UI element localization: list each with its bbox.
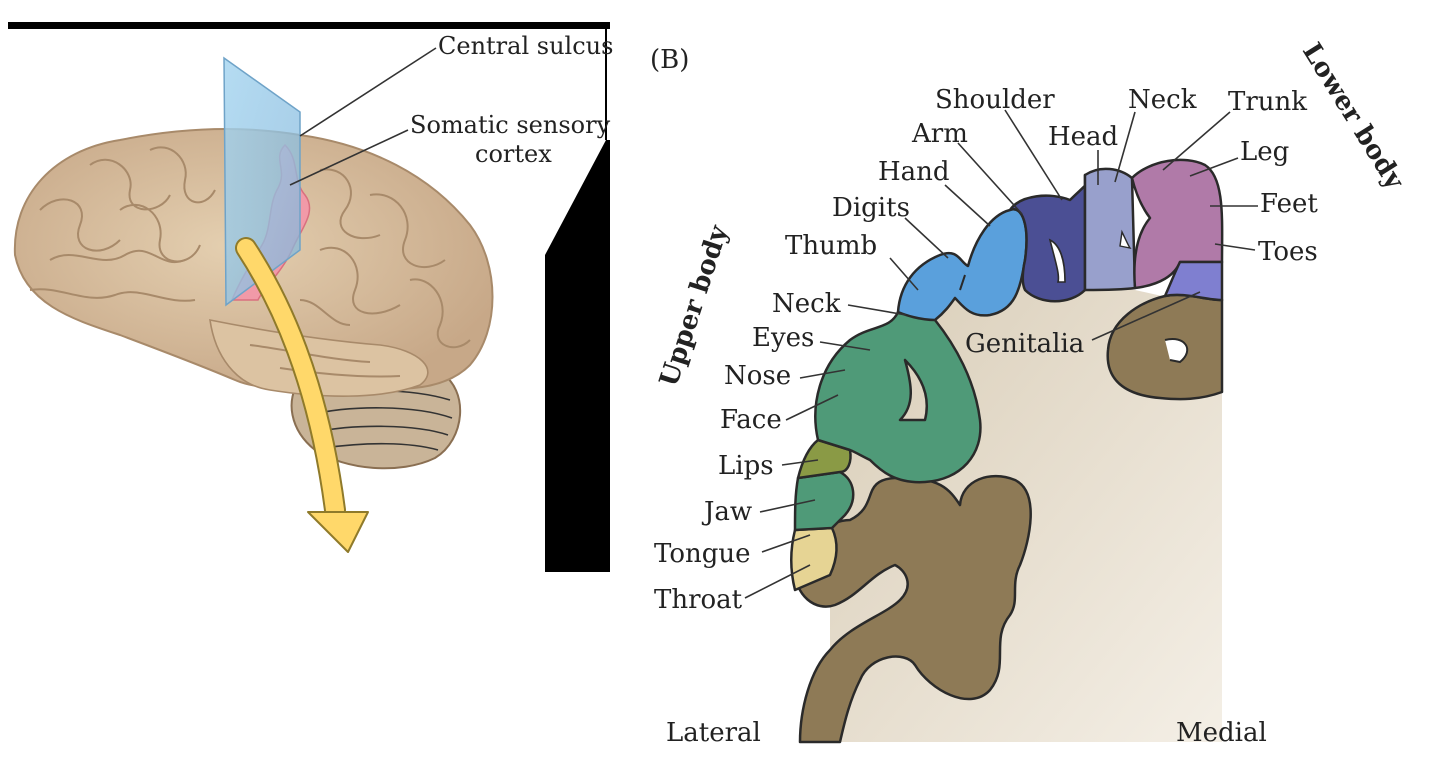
label-jaw: Jaw <box>701 497 752 527</box>
label-shoulder: Shoulder <box>935 85 1055 115</box>
label-medial: Medial <box>1176 718 1267 748</box>
panel-a: Central sulcus Somatic sensory cortex <box>8 22 613 572</box>
label-lips: Lips <box>718 451 774 481</box>
central-sulcus-label: Central sulcus <box>438 32 613 60</box>
label-upper-body: Upper body <box>654 221 734 390</box>
panel-b-label: (B) <box>650 45 689 75</box>
label-leg: Leg <box>1240 137 1289 167</box>
label-neck-top: Neck <box>1128 85 1197 115</box>
region-genitalia <box>1163 260 1224 302</box>
panel-b-leaders <box>744 109 1258 599</box>
label-feet: Feet <box>1260 189 1318 219</box>
region-head <box>1083 167 1137 292</box>
frame-right-wedge <box>545 140 610 572</box>
label-toes: Toes <box>1258 237 1318 267</box>
section-arrow <box>235 237 369 553</box>
region-lips <box>796 438 852 480</box>
label-lower-body: Lower body <box>1296 38 1410 196</box>
frame-top-bar <box>8 22 610 29</box>
label-thumb: Thumb <box>785 231 877 261</box>
label-nose: Nose <box>724 361 791 391</box>
label-face: Face <box>720 405 782 435</box>
label-throat: Throat <box>654 585 743 615</box>
label-genitalia: Genitalia <box>965 329 1084 359</box>
region-hand <box>896 208 1028 322</box>
region-arm-shoulder <box>1008 173 1093 303</box>
region-throat <box>790 526 838 592</box>
label-head: Head <box>1048 122 1118 152</box>
label-neck-side: Neck <box>772 289 841 319</box>
label-lateral: Lateral <box>666 718 761 748</box>
label-trunk: Trunk <box>1228 87 1307 117</box>
somatic-sensory-label-line1: Somatic sensory <box>410 111 611 139</box>
central-sulcus-leader <box>299 47 437 137</box>
label-tongue: Tongue <box>654 539 751 569</box>
label-hand: Hand <box>878 157 950 187</box>
somatic-sensory-label-line2: cortex <box>475 140 552 168</box>
label-eyes: Eyes <box>752 323 814 353</box>
panel-b: (B) <box>650 38 1410 748</box>
label-digits: Digits <box>832 193 910 223</box>
label-arm: Arm <box>911 119 968 149</box>
somatic-sensory-leader <box>289 129 409 186</box>
